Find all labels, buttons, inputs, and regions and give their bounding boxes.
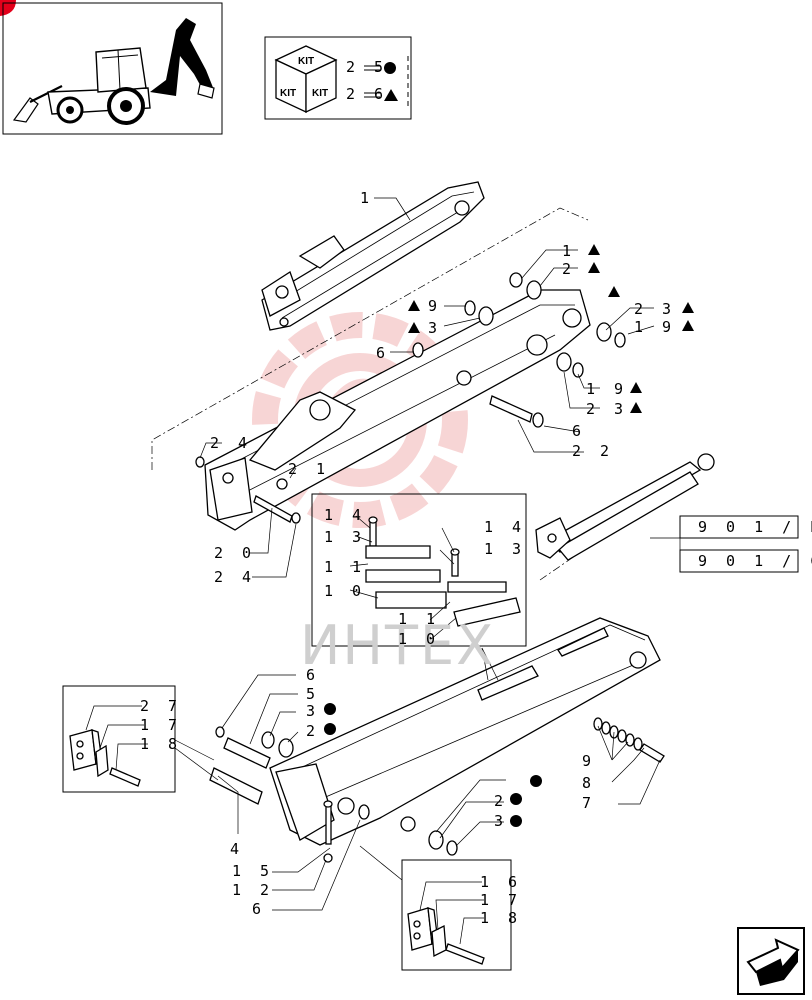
callout-11b: 1 1	[398, 610, 440, 628]
dipper-arm-front[interactable]	[269, 617, 661, 846]
callout-2d: 2	[494, 792, 508, 810]
triangle-icon	[408, 300, 420, 311]
callout-9-tri: 9	[428, 297, 442, 315]
filled-circle-icon	[384, 62, 396, 74]
callout-17b: 1 7	[480, 891, 522, 909]
kit-row2-number: 2 6	[346, 85, 388, 103]
callout-10a: 1 0	[324, 582, 366, 600]
kit-label-right: KIT	[312, 88, 328, 99]
machine-thumbnail[interactable]	[2, 2, 223, 135]
triangle-icon	[682, 320, 694, 331]
callout-18b: 1 8	[480, 909, 522, 927]
ref-901-c[interactable]: 9 0 1 / C	[698, 552, 812, 570]
circle-icon	[324, 723, 336, 735]
callout-5: 5	[306, 685, 320, 703]
kit-cube-icon: KIT KIT KIT	[274, 45, 338, 114]
reference-group: 9 0 1 / B 9 0 1 / C	[650, 515, 812, 573]
callout-6b: 6	[572, 422, 586, 440]
callout-6c: 6	[306, 666, 320, 684]
callout-12: 1 2	[232, 881, 274, 899]
callout-13a: 1 3	[324, 528, 366, 546]
kit-legend: KIT KIT KIT 2 5 2 6	[264, 36, 412, 120]
triangle-icon	[682, 302, 694, 313]
callout-6d: 6	[252, 900, 266, 918]
ref-901-c-box[interactable]	[679, 549, 799, 573]
callout-20: 2 0	[214, 544, 256, 562]
circle-icon	[510, 793, 522, 805]
callout-3c: 3	[306, 702, 320, 720]
callout-10b: 1 0	[398, 630, 440, 648]
filled-triangle-icon	[384, 89, 398, 101]
callout-2-tri: 2	[562, 260, 576, 278]
callout-13b: 1 3	[484, 540, 526, 558]
triangle-icon	[630, 382, 642, 393]
callout-23b: 2 3	[586, 400, 628, 418]
upper-boom-rear[interactable]	[261, 181, 485, 331]
watermark-text: ИНТЕХ	[300, 614, 495, 677]
wear-pad-inset	[311, 493, 527, 647]
callout-18a: 1 8	[140, 735, 182, 753]
callout-labels: 1 1 2 9 3 6 2 3 1 9 1 9 2 3 6 2 2 2 4 2 …	[140, 189, 676, 927]
callout-3d: 3	[494, 812, 508, 830]
callout-24b: 2 4	[214, 568, 256, 586]
washer-stack[interactable]	[593, 717, 665, 763]
callout-7: 7	[582, 794, 596, 812]
callout-22: 2 2	[572, 442, 614, 460]
callout-14a: 1 4	[324, 506, 366, 524]
callout-1: 1	[360, 189, 374, 207]
callout-21: 2 1	[288, 460, 330, 478]
callout-8: 8	[582, 774, 596, 792]
circle-icon	[510, 815, 522, 827]
ref-901-b[interactable]: 9 0 1 / B	[698, 518, 812, 536]
bushings[interactable]	[195, 272, 626, 856]
triangle-icon	[588, 262, 600, 273]
callout-24a: 2 4	[210, 434, 252, 452]
triangle-icon	[408, 322, 420, 333]
clamp-inset-left	[62, 685, 176, 793]
next-page-arrow-icon	[746, 938, 800, 986]
leader-lines	[85, 197, 661, 945]
clamp-inset-bottom	[401, 859, 512, 971]
corner-mark	[0, 0, 16, 16]
callout-1-tri: 1	[562, 242, 576, 260]
callout-17a: 1 7	[140, 716, 182, 734]
callout-27: 2 7	[140, 697, 182, 715]
kit-label-left: KIT	[280, 88, 296, 99]
circle-icon	[530, 775, 542, 787]
triangle-icon	[608, 286, 620, 297]
kit-markers	[324, 244, 694, 827]
triangle-icon	[588, 244, 600, 255]
callout-23a: 2 3	[634, 300, 676, 318]
backhoe-loader-icon	[12, 18, 215, 125]
kit-label-top: KIT	[298, 56, 314, 67]
next-page-button[interactable]	[737, 927, 805, 995]
hydraulic-cylinder[interactable]	[535, 453, 715, 561]
callout-15: 1 5	[232, 862, 274, 880]
callout-16: 1 6	[480, 873, 522, 891]
callout-11a: 1 1	[324, 558, 366, 576]
callout-3-tri: 3	[428, 319, 442, 337]
callout-14b: 1 4	[484, 518, 526, 536]
callout-4: 4	[230, 840, 244, 858]
ref-901-b-box[interactable]	[679, 515, 799, 539]
callout-19b: 1 9	[586, 380, 628, 398]
circle-icon	[324, 703, 336, 715]
callout-2c: 2	[306, 722, 320, 740]
kit-row1-number: 2 5	[346, 58, 388, 76]
callout-6a: 6	[376, 344, 390, 362]
callout-9b: 9	[582, 752, 596, 770]
triangle-icon	[630, 402, 642, 413]
dipper-boom-middle[interactable]	[204, 289, 591, 531]
callout-19a: 1 9	[634, 318, 676, 336]
